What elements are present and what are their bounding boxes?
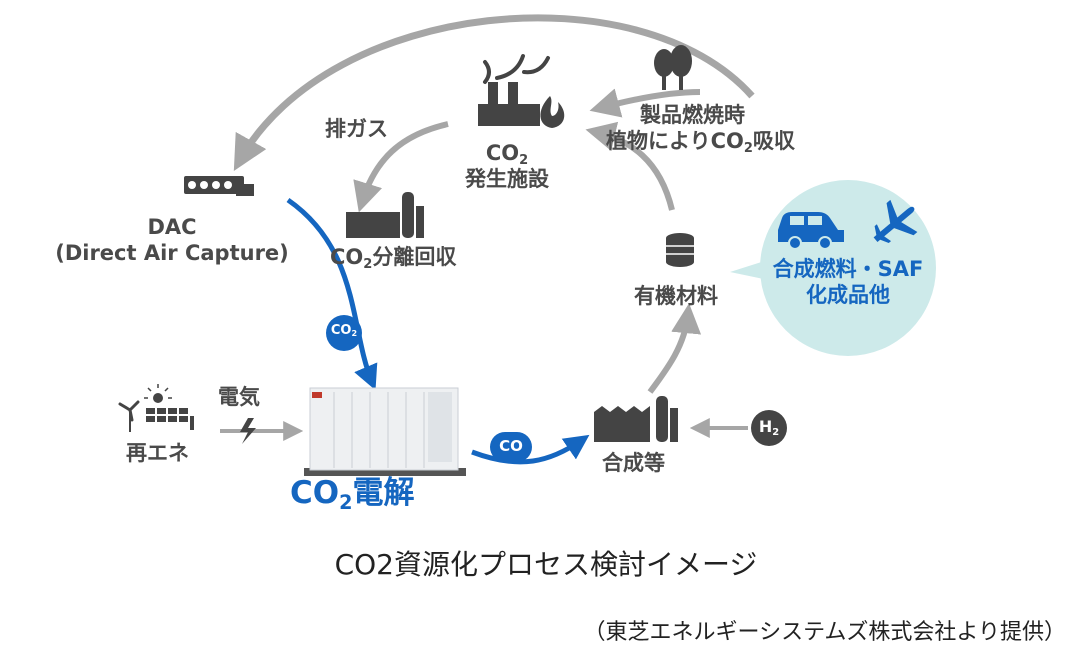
arrow-cycle-to-dac (233, 14, 755, 171)
synthesis-plant-icon (594, 396, 678, 442)
electrolyzer-unit-image (304, 387, 466, 476)
co2-badge (326, 315, 362, 351)
arrow-organic-to-facility (585, 121, 675, 211)
exhaust-label: 排ガス (325, 117, 388, 141)
electrolysis-label: CO2電解 (290, 475, 415, 514)
organic-label: 有機材料 (634, 284, 718, 308)
synthesis-label: 合成等 (602, 451, 665, 475)
renewable-label: 再エネ (126, 441, 189, 465)
co2-source-label: CO2 発生施設 (465, 141, 549, 192)
capture-label: CO2分離回収 (330, 245, 457, 272)
arrow-synthesis-to-organic (647, 303, 702, 394)
dac-unit-icon (184, 176, 254, 196)
capture-plant-icon (346, 192, 424, 238)
lightning-icon (240, 418, 256, 444)
co-badge (490, 432, 532, 462)
arrow-combustion-to-facility (589, 88, 701, 118)
trees-icon (654, 45, 692, 90)
wind-solar-icon (118, 384, 194, 432)
co-badge-label: CO (499, 437, 523, 455)
figure-caption: CO2資源化プロセス検討イメージ (334, 548, 758, 581)
arrow-exhaust-to-capture (353, 121, 449, 213)
electricity-label: 電気 (218, 385, 260, 409)
fuels-label: 合成燃料・SAF 化成品他 (772, 257, 924, 308)
car-icon (778, 212, 844, 250)
co2-badge-label: CO2 (330, 323, 358, 339)
credit-line: （東芝エネルギーシステムズ株式会社より提供） (583, 620, 1066, 645)
database-icon (666, 233, 694, 267)
h2-badge (751, 410, 787, 446)
h2-badge-label: H2 (758, 417, 780, 438)
flame-icon (540, 96, 565, 128)
arrow-dac-to-electrolysis (286, 197, 378, 391)
arrow-electrolysis-to-synthesis (471, 434, 590, 465)
product-combustion-label: 製品燃焼時 植物によりCO2吸収 (606, 103, 795, 157)
dac-label: DAC (Direct Air Capture) (55, 215, 289, 266)
airplane-icon (873, 199, 918, 244)
factory-icon (478, 54, 550, 126)
